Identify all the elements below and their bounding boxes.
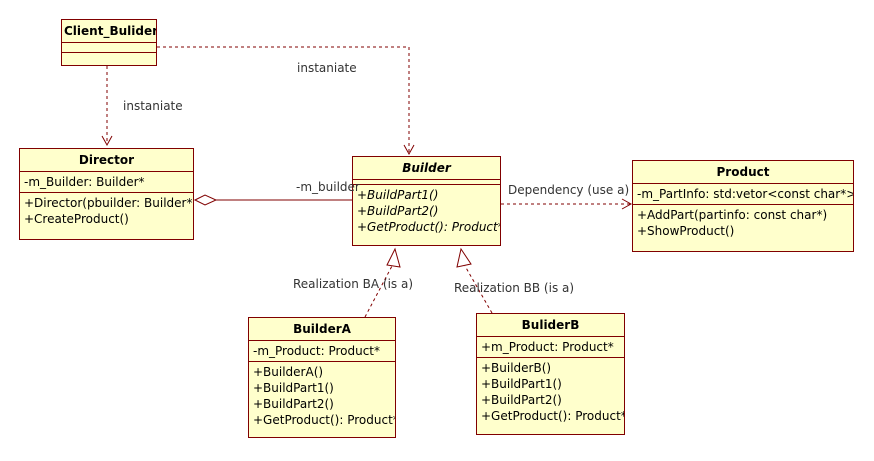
dependency-label: Dependency (use a): [508, 183, 630, 197]
operation: +ShowProduct(): [637, 224, 735, 238]
class-name: Director: [20, 149, 193, 172]
operation: +BuildPart1(): [357, 188, 439, 202]
operation: +BuildPart2(): [253, 397, 334, 411]
operation: +GetProduct(): Product*: [481, 409, 625, 423]
instantiate-builder-arrow: [157, 46, 410, 153]
operation: +Director(pbuilder: Builder*): [24, 196, 194, 210]
operation: +BuilderB(): [481, 361, 552, 375]
attributes-section: -m_Builder: Builder*: [20, 172, 193, 193]
instantiate-director-arrowhead: [101, 135, 113, 147]
instantiate-builder-arrowhead: [403, 144, 415, 156]
operation: +BuildPart1(): [253, 381, 334, 395]
aggregation-role-label: -m_builder: [296, 180, 360, 194]
class-builder-a[interactable]: BuilderA -m_Product: Product* +BuilderA(…: [248, 317, 396, 438]
instantiate-builder-label: instaniate: [297, 61, 357, 75]
realization-a-triangle: [386, 247, 401, 268]
realization-a-label: Realization BA (is a): [293, 277, 414, 291]
class-director[interactable]: Director -m_Builder: Builder* +Director(…: [19, 148, 194, 240]
operation: +BuilderA(): [253, 365, 324, 379]
class-name: Client_Bulider: [62, 20, 156, 43]
operations-section: +AddPart(partinfo: const char*) +ShowPro…: [633, 205, 853, 241]
operation: +BuildPart2(): [481, 393, 562, 407]
operations-section: +BuildPart1() +BuildPart2() +GetProduct(…: [353, 185, 500, 237]
class-product[interactable]: Product -m_PartInfo: std:vetor<const cha…: [632, 160, 854, 252]
attribute: -m_Product: Product*: [253, 344, 381, 358]
class-builder[interactable]: Builder +BuildPart1() +BuildPart2() +Get…: [352, 156, 501, 246]
operations-section: +Director(pbuilder: Builder*) +CreatePro…: [20, 193, 193, 229]
operations-section: +BuilderB() +BuildPart1() +BuildPart2() …: [477, 358, 624, 426]
attributes-section: -m_PartInfo: std:vetor<const char*>: [633, 184, 853, 205]
operation: +CreateProduct(): [24, 212, 129, 226]
attributes-section: [62, 43, 156, 53]
instantiate-director-label: instaniate: [123, 99, 183, 113]
class-name: Builder: [353, 157, 500, 180]
class-name: Product: [633, 161, 853, 184]
attributes-section: +m_Product: Product*: [477, 337, 624, 358]
operations-section: +BuilderA() +BuildPart1() +BuildPart2() …: [249, 362, 395, 430]
realization-a-line: [364, 265, 393, 318]
class-name: BuilderA: [249, 318, 395, 341]
attributes-section: [353, 180, 500, 185]
operation: +BuildPart1(): [481, 377, 562, 391]
realization-b-triangle: [456, 247, 472, 268]
attributes-section: -m_Product: Product*: [249, 341, 395, 362]
operation: +GetProduct(): Product*: [253, 413, 396, 427]
attribute: +m_Product: Product*: [481, 340, 614, 354]
realization-b-label: Realization BB (is a): [454, 281, 575, 295]
operation: +AddPart(partinfo: const char*): [637, 208, 828, 222]
class-builder-b[interactable]: BuliderB +m_Product: Product* +BuilderB(…: [476, 313, 625, 435]
attribute: -m_Builder: Builder*: [24, 175, 145, 189]
operation: +GetProduct(): Product*: [357, 220, 501, 234]
dependency-arrowhead: [621, 198, 633, 210]
class-name: BuliderB: [477, 314, 624, 337]
aggregation-diamond: [193, 194, 218, 206]
operation: +BuildPart2(): [357, 204, 439, 218]
attribute: -m_PartInfo: std:vetor<const char*>: [637, 187, 854, 201]
class-client-builder[interactable]: Client_Bulider: [61, 19, 157, 66]
